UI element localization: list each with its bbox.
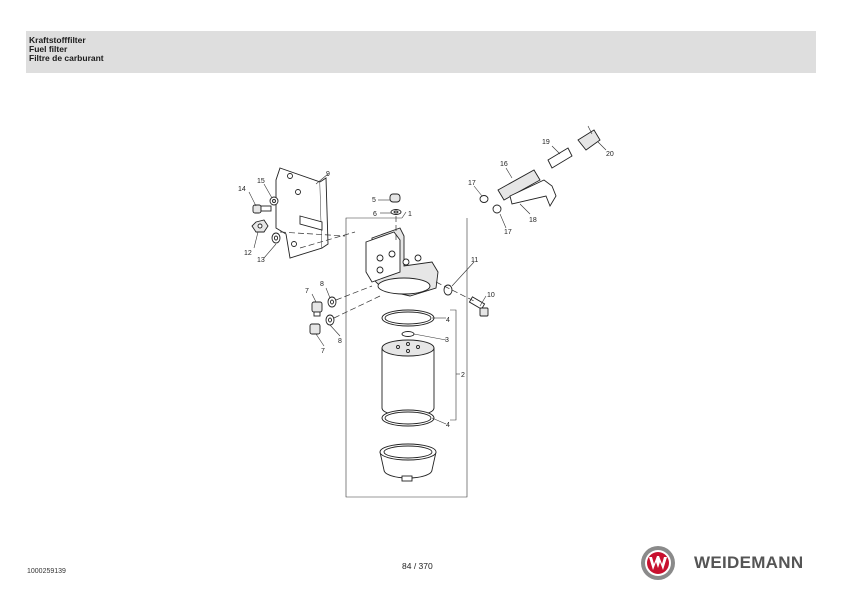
callout-17-upper: 17: [468, 180, 476, 187]
header-bar: Kraftstofffilter Fuel filter Filtre de c…: [26, 31, 816, 73]
callout-14: 14: [238, 186, 246, 193]
title-english: Fuel filter: [29, 44, 68, 54]
callout-16: 16: [500, 161, 508, 168]
bracket-fasteners: [251, 196, 281, 244]
document-number: 1000259139: [27, 568, 66, 575]
callout-5: 5: [372, 197, 376, 204]
title-french: Filtre de carburant: [29, 53, 104, 63]
weidemann-logo-icon: [641, 546, 675, 580]
callout-11: 11: [471, 257, 478, 264]
callout-13: 13: [257, 257, 265, 264]
filter-stack: [379, 309, 437, 482]
callout-2: 2: [461, 372, 465, 379]
filter-head: [365, 227, 439, 297]
callout-15: 15: [257, 178, 265, 185]
callout-12: 12: [244, 250, 252, 257]
vent-screw: [389, 193, 402, 240]
callout-20: 20: [606, 151, 614, 158]
fuel-lines: [479, 125, 601, 214]
callout-4-lower: 4: [446, 422, 450, 429]
callout-18: 18: [529, 217, 537, 224]
callout-7-lower: 7: [321, 348, 325, 355]
title-german: Kraftstofffilter: [29, 35, 86, 45]
page-indicator: 84 / 370: [402, 561, 433, 571]
right-fasteners: [435, 281, 489, 317]
mounting-bracket: [275, 167, 329, 259]
callout-17-lower: 17: [504, 229, 512, 236]
callout-8-lower: 8: [338, 338, 342, 345]
callout-1: 1: [408, 211, 412, 218]
brand-name: WEIDEMANN: [694, 553, 804, 572]
callout-19: 19: [542, 139, 550, 146]
callout-3: 3: [445, 337, 449, 344]
callout-6: 6: [373, 211, 377, 218]
assembly-frame: [345, 217, 468, 498]
callout-7-upper: 7: [305, 288, 309, 295]
drain-plugs: [309, 285, 381, 335]
callout-4-upper: 4: [446, 317, 450, 324]
callout-10: 10: [487, 292, 495, 299]
callout-9: 9: [326, 171, 330, 178]
callout-8-upper: 8: [320, 281, 324, 288]
